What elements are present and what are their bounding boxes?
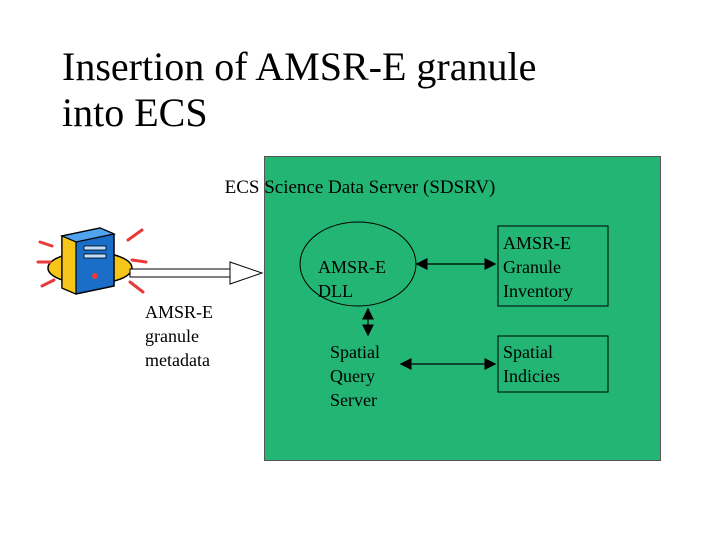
sdsrv-label: ECS Science Data Server (SDSRV)	[224, 177, 496, 198]
metadata-label-line-2: granule	[145, 326, 199, 346]
input-arrow	[129, 261, 264, 285]
computer-tower-clipart-icon	[36, 227, 148, 295]
inventory-label: AMSR-E Granule Inventory	[503, 231, 573, 303]
inventory-label-line-3: Inventory	[503, 281, 573, 301]
metadata-label-line-1: AMSR-E	[145, 302, 214, 322]
dll-label-line-1: AMSR-E	[318, 257, 387, 277]
slide-title-line-2: into ECS	[62, 90, 208, 135]
query-server-label-line-2: Query	[330, 366, 375, 386]
slide-title-line-1: Insertion of AMSR-E granule	[62, 44, 537, 89]
sdsrv-box	[264, 156, 661, 461]
indicies-node	[497, 335, 609, 393]
inventory-label-line-1: AMSR-E	[503, 233, 572, 253]
inventory-node	[497, 225, 609, 307]
metadata-label: AMSR-E granule metadata	[145, 300, 213, 372]
indicies-label-line-2: Indicies	[503, 366, 560, 386]
indicies-label: Spatial Indicies	[503, 340, 560, 388]
inventory-label-line-2: Granule	[503, 257, 561, 277]
metadata-label-line-3: metadata	[145, 350, 210, 370]
slide-title: Insertion of AMSR-E granule into ECS	[62, 44, 662, 136]
query-server-label-line-3: Server	[330, 390, 377, 410]
query-server-label-line-1: Spatial	[330, 342, 380, 362]
indicies-label-line-1: Spatial	[503, 342, 553, 362]
query-server-label: Spatial Query Server	[330, 340, 380, 412]
dll-label-line-2: DLL	[318, 281, 353, 301]
dll-label: AMSR-E DLL	[318, 255, 386, 303]
